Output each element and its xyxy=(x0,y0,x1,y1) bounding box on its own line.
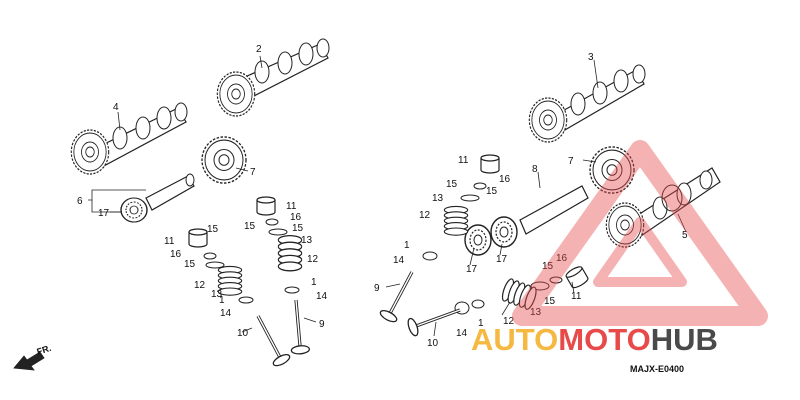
camshaft-3 xyxy=(528,64,646,143)
gear-shaft-left xyxy=(120,173,195,223)
diagram-ref-code: MAJX-E0400 xyxy=(630,364,684,374)
label-12-rb: 12 xyxy=(503,316,515,327)
label-15-lb1: 15 xyxy=(244,221,256,232)
label-15-ra2: 15 xyxy=(486,186,498,197)
label-16-la: 16 xyxy=(170,249,182,260)
label-8: 8 xyxy=(532,164,538,175)
camshaft-5 xyxy=(605,167,721,248)
label-14-rb: 14 xyxy=(456,328,468,339)
valve-train-left-b xyxy=(256,196,312,357)
label-16-ra: 16 xyxy=(499,174,511,185)
label-7-right: 7 xyxy=(568,156,574,167)
label-9-ra: 9 xyxy=(374,283,380,294)
valve-train-right-b xyxy=(404,264,590,339)
label-15-la1: 15 xyxy=(207,224,219,235)
label-17-right-a: 17 xyxy=(466,264,478,275)
label-1-la: 1 xyxy=(219,295,225,306)
part-labels: 2 4 3 7 7 8 5 6 17 17 17 11 15 16 15 12 … xyxy=(77,44,688,349)
label-14-ra: 14 xyxy=(393,255,405,266)
label-17-left: 17 xyxy=(98,208,110,219)
label-9-lb: 9 xyxy=(319,319,325,330)
watermark-text: AUTOMOTOHUB xyxy=(471,322,718,357)
label-15-la2: 15 xyxy=(184,259,196,270)
label-1-ra: 1 xyxy=(404,240,410,251)
front-indicator: FR. xyxy=(13,343,53,371)
label-11-la: 11 xyxy=(164,236,175,247)
label-4: 4 xyxy=(113,102,119,113)
label-15-rb1: 15 xyxy=(542,261,554,272)
valve-train-left-a xyxy=(188,228,293,370)
label-1-lb: 1 xyxy=(311,277,317,288)
label-13-ra: 13 xyxy=(432,193,444,204)
label-6: 6 xyxy=(77,196,83,207)
label-10-la: 10 xyxy=(237,328,249,339)
label-13-lb: 13 xyxy=(301,235,313,246)
label-12-ra: 12 xyxy=(419,210,431,221)
watermark-triangle-icon xyxy=(512,140,768,326)
label-10-ra: 10 xyxy=(427,338,439,349)
label-12-lb: 12 xyxy=(307,254,319,265)
label-11-rb: 11 xyxy=(571,291,582,302)
label-15-ra1: 15 xyxy=(446,179,458,190)
front-label: FR. xyxy=(36,343,53,357)
idle-gear-left xyxy=(201,136,247,184)
camshaft-4 xyxy=(70,102,188,175)
label-11-lb: 11 xyxy=(286,201,297,212)
label-15-lb2: 15 xyxy=(292,223,304,234)
label-5: 5 xyxy=(682,230,688,241)
label-14-lb: 14 xyxy=(316,291,328,302)
label-17-right-b: 17 xyxy=(496,254,508,265)
label-14-la: 14 xyxy=(220,308,232,319)
label-2: 2 xyxy=(256,44,262,55)
label-13-rb: 13 xyxy=(530,307,542,318)
label-3: 3 xyxy=(588,52,594,63)
leader-lines xyxy=(88,55,687,337)
label-11-ra: 11 xyxy=(458,155,469,166)
label-16-lb: 16 xyxy=(290,212,302,223)
label-15-rb2: 15 xyxy=(544,296,556,307)
front-arrow-icon xyxy=(13,351,45,371)
gear-shaft-right xyxy=(464,185,589,256)
camshaft-2 xyxy=(216,38,330,117)
label-7-left: 7 xyxy=(250,167,256,178)
label-1-rb: 1 xyxy=(478,318,484,329)
valve-train-right-a xyxy=(377,154,500,326)
label-12-la: 12 xyxy=(194,280,206,291)
label-16-rb: 16 xyxy=(556,253,568,264)
watermark: AUTOMOTOHUB xyxy=(471,140,768,357)
label-13-la: 13 xyxy=(211,289,223,300)
